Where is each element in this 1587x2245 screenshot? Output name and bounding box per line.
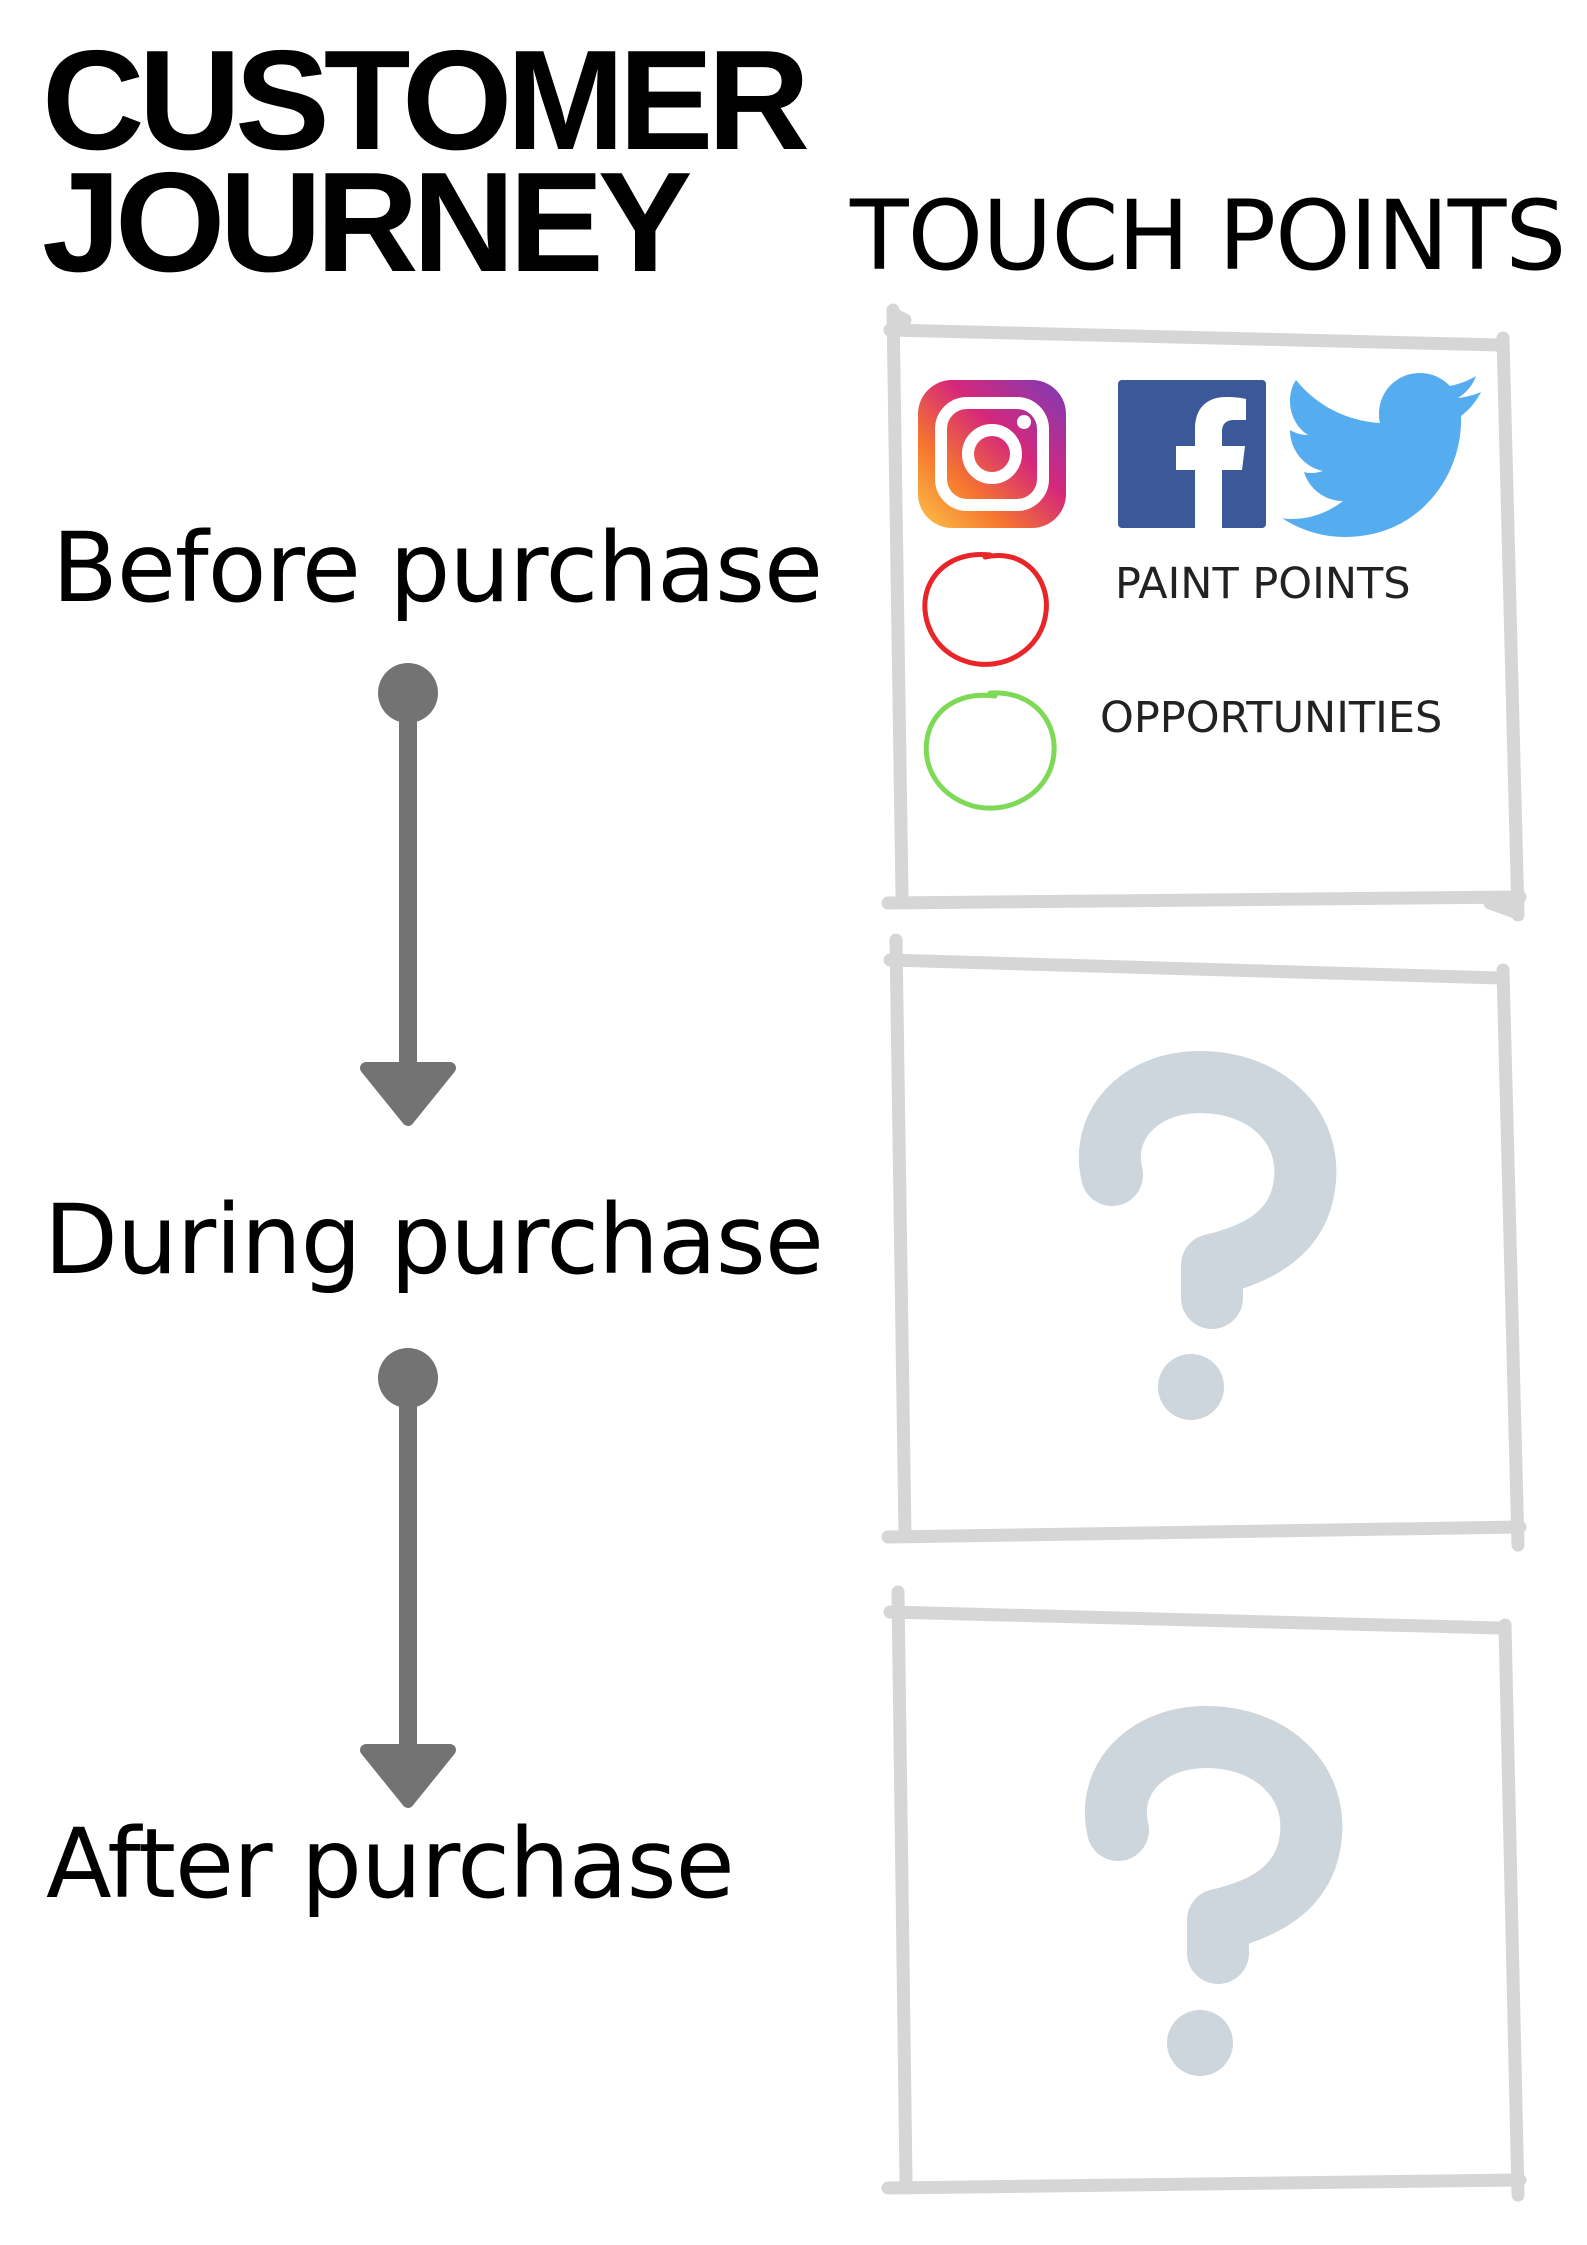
touch-point-card-after [881,1585,1527,2202]
arrow-before-to-during [360,663,456,1126]
paint-points-marker-icon [922,552,1049,667]
touch-point-card-before [881,303,1527,922]
stage-after-purchase: After purchase [46,1808,735,1920]
touch-points-heading: TOUCH POINTS [850,180,1566,292]
title-line-2: JOURNEY [42,143,692,302]
stage-before-purchase: Before purchase [52,512,823,624]
opportunities-marker-icon [923,690,1057,811]
facebook-icon [1118,380,1266,528]
arrow-during-to-after [360,1348,456,1808]
title-line-1: CUSTOMER [42,21,810,180]
stage-during-purchase: During purchase [44,1184,824,1296]
placeholder-question-mark-icon [1078,1051,1337,1420]
instagram-icon [918,380,1066,528]
legend-opportunities-label: OPPORTUNITIES [1100,693,1443,743]
twitter-icon [1282,373,1481,537]
touch-point-card-during [881,933,1527,1552]
legend-paint-points-label: PAINT POINTS [1115,559,1411,609]
placeholder-question-mark-icon [1084,1706,1343,2076]
